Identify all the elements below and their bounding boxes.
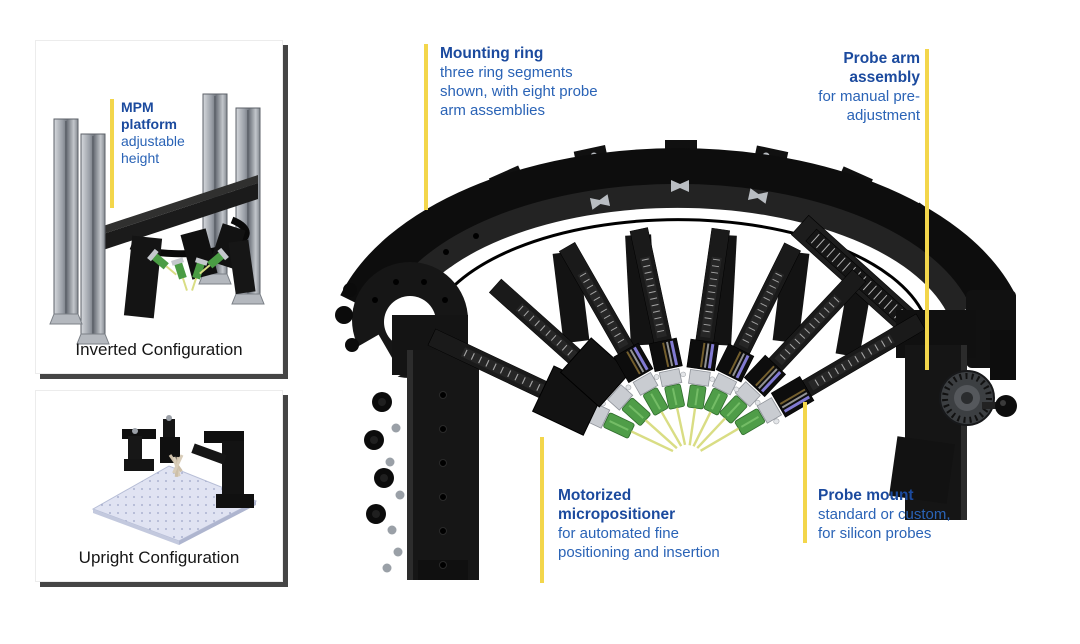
callout-mounting-ring: Mounting ring three ring segments shown,…: [440, 44, 598, 120]
panel-upright-configuration: Upright Configuration: [35, 390, 283, 582]
segment-brackets: [589, 180, 769, 210]
callout-heading: MPM platform: [121, 99, 177, 132]
callout-heading: Probe arm assembly: [843, 50, 920, 86]
callout-line-mounting-ring: [424, 44, 428, 210]
support-rail: [49, 118, 110, 345]
mini-probe: [147, 247, 229, 291]
motor-box: [559, 337, 631, 408]
callout-probe-mount: Probe mount standard or custom, for sili…: [818, 486, 968, 543]
probe-arms: [426, 226, 929, 464]
panel-caption-inverted: Inverted Configuration: [75, 340, 243, 359]
panel-inverted-configuration: MPM platform adjustable height Inverted …: [35, 40, 283, 374]
inverted-manipulators: [123, 223, 256, 319]
inverted-configuration-render: [49, 93, 265, 345]
ring-end-right: [966, 290, 1016, 380]
callout-body: three ring segments shown, with eight pr…: [440, 64, 598, 119]
callout-heading: Motorized micropositioner: [558, 487, 676, 523]
callout-line-probe-arm-assembly: [925, 49, 929, 370]
upright-manipulators: [122, 415, 254, 508]
callout-body: for automated fine positioning and inser…: [558, 525, 720, 561]
micrometer-dial: [939, 370, 1017, 426]
callout-heading: Probe mount: [818, 487, 914, 504]
callout-line-probe-mount: [803, 402, 807, 543]
adjust-knobs: [364, 392, 405, 573]
callout-probe-arm-assembly: Probe arm assembly for manual pre-adjust…: [808, 49, 920, 125]
callout-heading: Mounting ring: [440, 45, 544, 62]
upright-configuration-render: [91, 415, 258, 545]
mini-probe: [168, 454, 184, 478]
callout-body: adjustable height: [121, 133, 185, 166]
callout-line-mpm-platform: [110, 99, 114, 208]
callout-mpm-platform: MPM platform adjustable height: [121, 99, 205, 167]
callout-motorized-micropositioner: Motorized micropositioner for automated …: [558, 486, 736, 562]
callout-body: for manual pre-adjustment: [818, 88, 920, 124]
left-support-post: [364, 315, 479, 580]
callout-line-motorized-micropositioner: [540, 437, 544, 583]
panel-caption-upright: Upright Configuration: [78, 548, 240, 567]
callout-body: standard or custom, for silicon probes: [818, 506, 951, 542]
main-device-render: [330, 140, 1017, 580]
